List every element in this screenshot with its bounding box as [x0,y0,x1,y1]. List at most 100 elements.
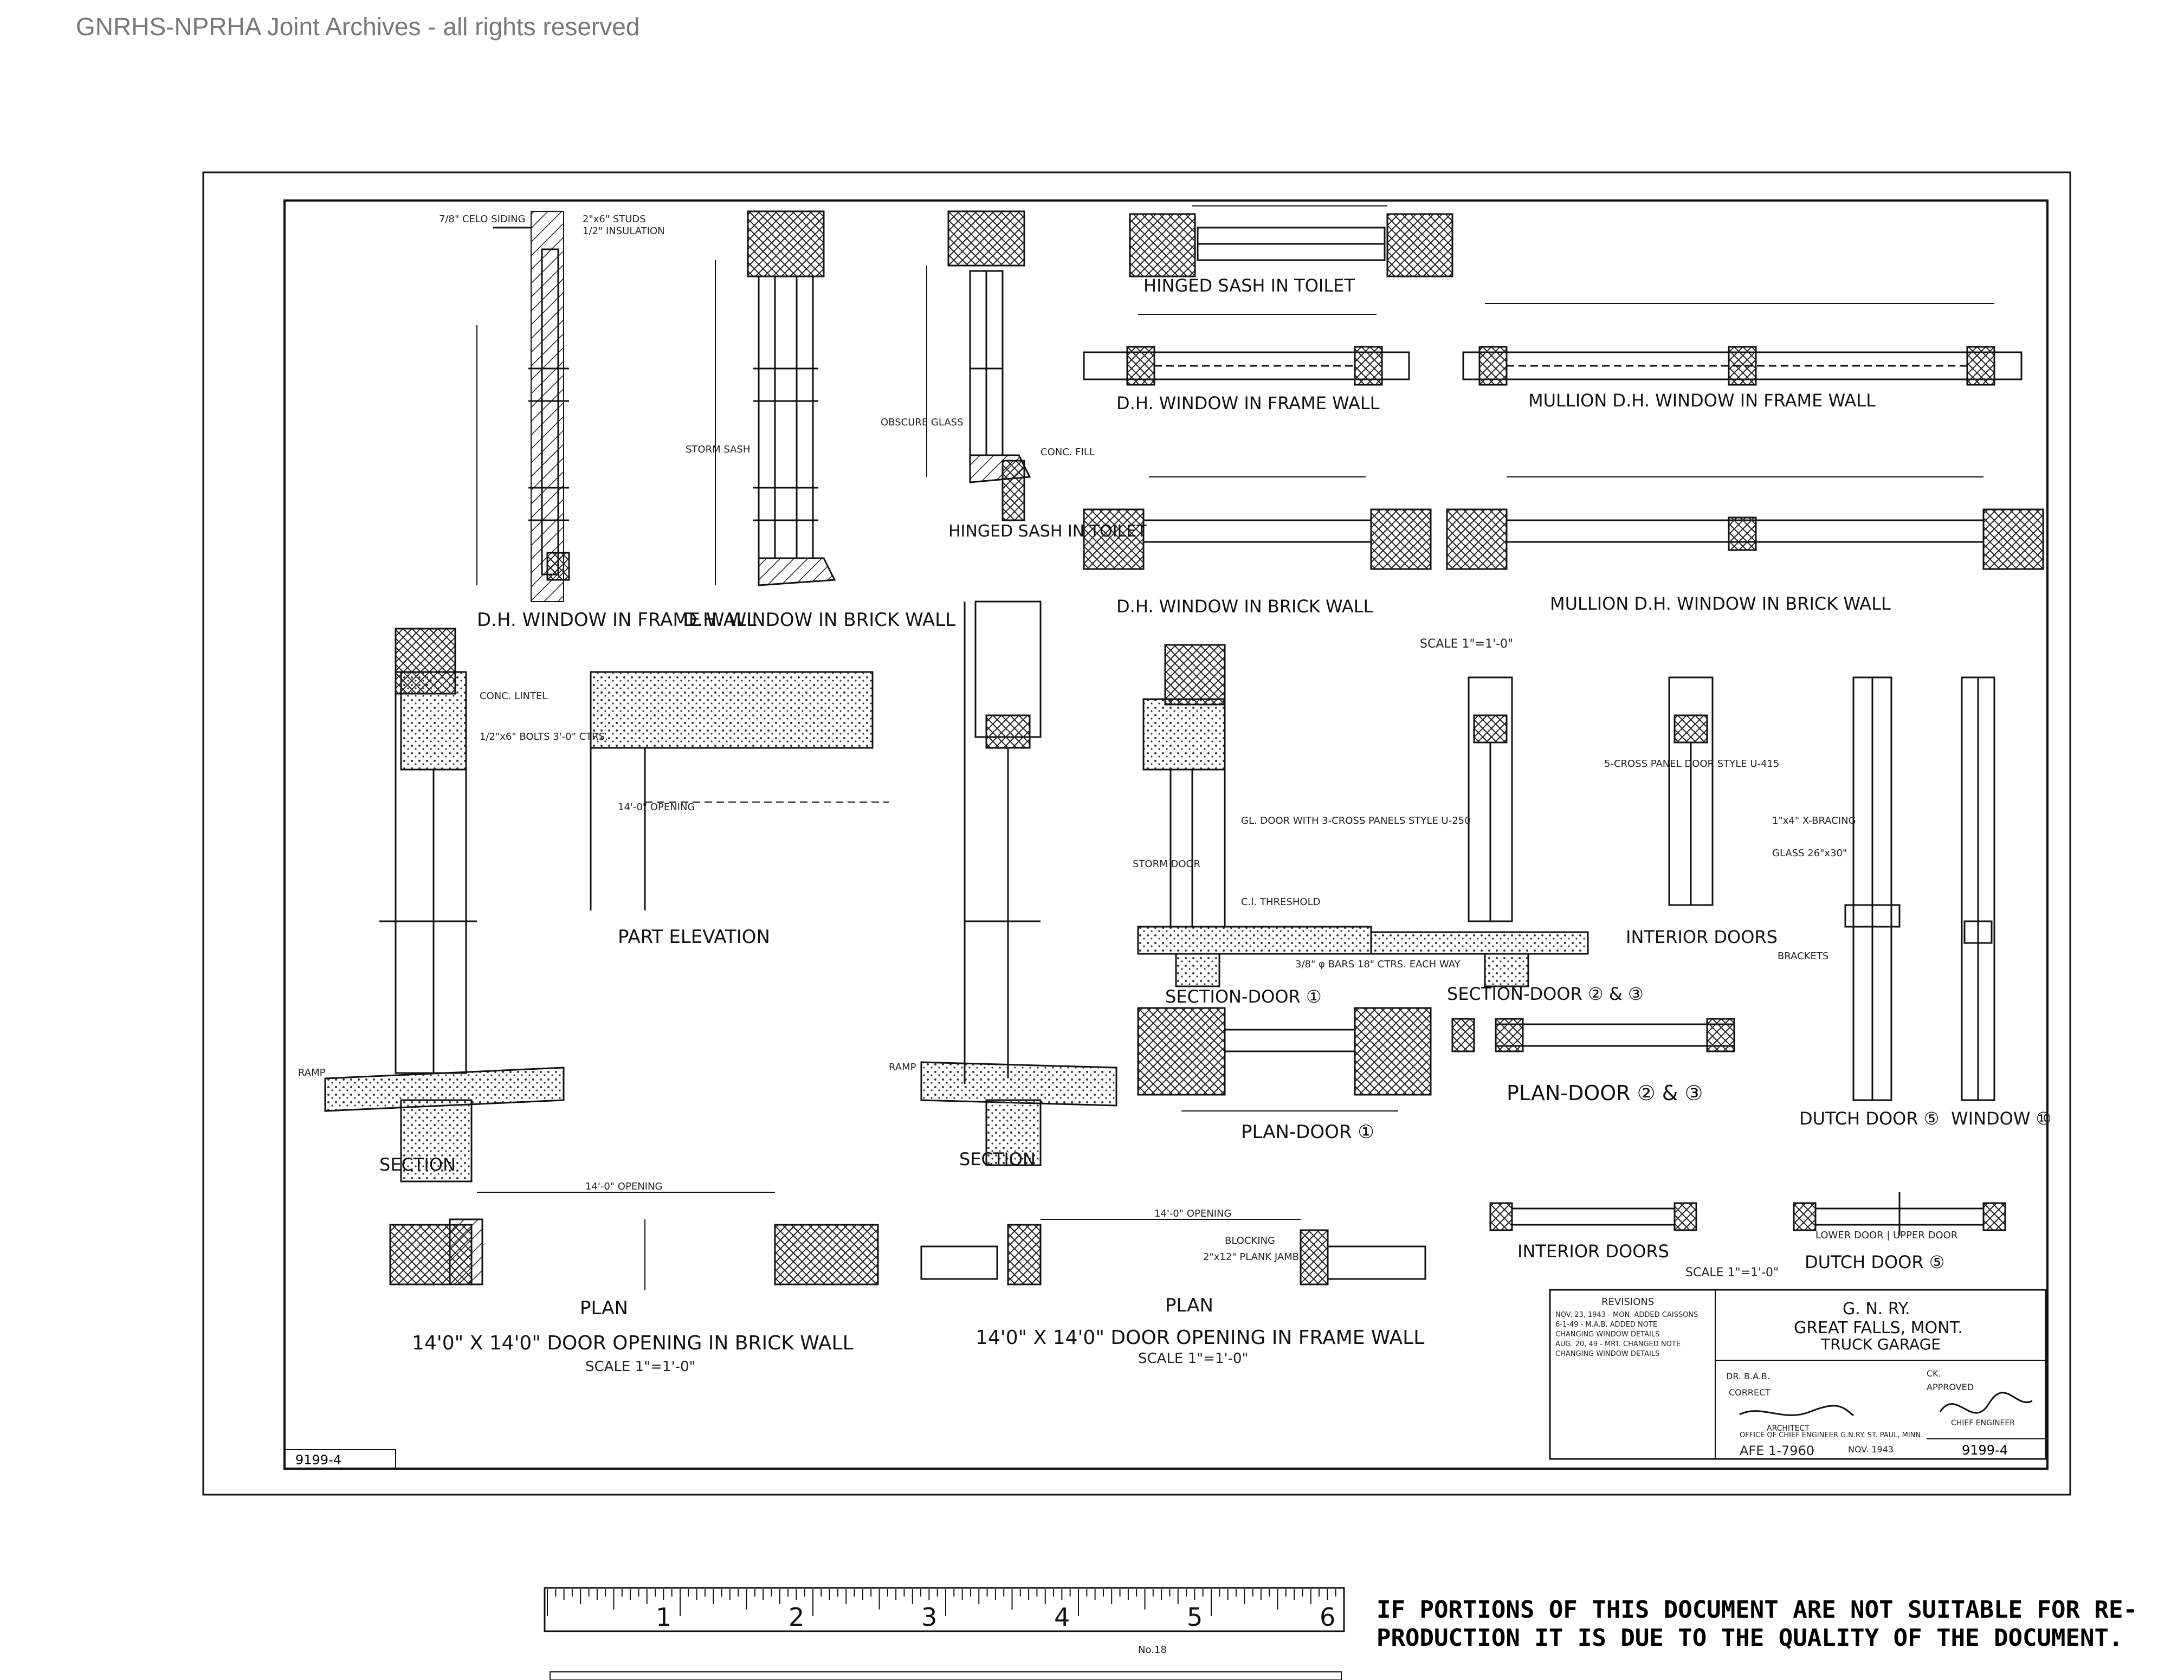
mullion-frame-plan [1462,303,2023,386]
label-interior-doors-plan: INTERIOR DOORS [1517,1241,1669,1262]
label-window-10: WINDOW ⑩ [1951,1108,2051,1129]
tb-building: TRUCK GARAGE [1820,1335,1941,1353]
note-storm-sash: STORM SASH [686,444,750,455]
tb-correct: CORRECT [1729,1387,1771,1398]
revision-4: CHANGING WINDOW DETAILS [1555,1350,1659,1358]
label-mullion-frame-plan: MULLION D.H. WINDOW IN FRAME WALL [1528,390,1876,411]
tb-afe: AFE 1-7960 [1740,1443,1814,1458]
svg-text:9199-4: 9199-4 [295,1452,341,1468]
note-obscure-glass: OBSCURE GLASS [881,417,964,428]
dim-opening-2: 14'-0" OPENING [585,1181,662,1192]
tb-checked-by: CK. [1927,1368,1941,1379]
ruler-num-2: 2 [789,1603,804,1632]
label-dh-brick-plan: D.H. WINDOW IN BRICK WALL [1116,596,1373,617]
revision-1: 6-1-49 - M.A.B. ADDED NOTE [1555,1321,1657,1329]
label-scale-doors: SCALE 1"=1'-0" [1685,1266,1779,1280]
dim-opening-1: 14'-0" OPENING [618,802,695,813]
note-cedar-siding: 7/8" CELO SIDING [439,214,526,225]
brick-opening-title: 14'0" X 14'0" DOOR OPENING IN BRICK WALL [412,1332,854,1354]
tb-date: NOV. 1943 [1848,1444,1894,1455]
tb-sheet: 9199-4 [1962,1443,2008,1458]
note-glass: GLASS 26"x30" [1772,848,1847,859]
note-conc-lintel: CONC. LINTEL [480,690,547,702]
dutch-door-elevation [1844,676,1901,1101]
plan-door23-drawing [1451,1018,1735,1052]
note-panel-door: 5-CROSS PANEL DOOR STYLE U-415 [1604,758,1779,770]
label-hinged-sash-plan: HINGED SASH IN TOILET [1143,275,1355,296]
frame-opening-title: 14'0" X 14'0" DOOR OPENING IN FRAME WALL [975,1327,1424,1349]
note-gl-door: GL. DOOR WITH 3-CROSS PANELS STYLE U-250 [1241,815,1471,826]
note-conc-fill: CONC. FILL [1041,447,1095,458]
label-section-door23: SECTION-DOOR ② & ③ [1447,984,1644,1004]
ruler-num-5: 5 [1187,1603,1203,1632]
label-plan-door23: PLAN-DOOR ② & ③ [1507,1081,1703,1105]
mid-section-drawing [920,600,1117,1166]
label-section-left: SECTION [379,1154,456,1175]
note-bars: 3/8" φ BARS 18" CTRS. EACH WAY [1295,959,1461,970]
tb-office: OFFICE OF CHIEF ENGINEER G.N.RY. ST. PAU… [1740,1431,1923,1439]
frame-opening-plan [920,1219,1426,1285]
label-dh-frame-plan: D.H. WINDOW IN FRAME WALL [1116,393,1380,413]
ruler-num-1: 1 [656,1603,671,1632]
sheet-number-box-left: 9199-4 [284,1449,396,1469]
section-door1-drawing [1137,644,1372,987]
scale-ruler: 1 2 3 4 5 6 No.18 [544,1587,1345,1680]
revision-0: NOV. 23, 1943 - MON. ADDED CAISSONS [1555,1311,1698,1319]
revision-2: CHANGING WINDOW DETAILS [1555,1330,1659,1339]
note-ramp-left: RAMP [298,1067,326,1078]
tb-architect: ARCHITECT [1767,1424,1810,1433]
dh-window-brick-section [715,210,836,586]
note-bolts: 1/2"x6" BOLTS 3'-0" CTRS. [480,731,608,742]
tb-drawn-by: DR. B.A.B. [1726,1371,1770,1381]
dh-window-brick-plan [1083,476,1432,570]
ruler-maker: No.18 [1138,1644,1167,1656]
label-dh-brick-section: D.H. WINDOW IN BRICK WALL [683,609,955,631]
tb-railway: G. N. RY. [1843,1300,1910,1319]
ruler-num-3: 3 [921,1603,937,1632]
hinged-sash-plan [1129,205,1453,277]
label-scale-window: SCALE 1"=1'-0" [1420,637,1513,651]
label-plan-brick: PLAN [580,1297,628,1319]
ruler-num-6: 6 [1320,1603,1335,1632]
outer-border [202,171,2071,1496]
dh-window-frame-plan [1083,314,1410,386]
label-section-door1: SECTION-DOOR ① [1165,986,1322,1007]
label-section-mid: SECTION [959,1149,1036,1169]
interior-doors-elevation [1668,676,1714,906]
mullion-brick-plan [1446,476,2044,570]
label-interior-doors-elev: INTERIOR DOORS [1626,927,1778,947]
brick-opening-plan [389,1192,879,1290]
note-brackets: BRACKETS [1778,951,1828,962]
left-section-drawing [324,628,565,1183]
tb-chief-engineer: CHIEF ENGINEER [1951,1419,2015,1427]
window10-elevation [1961,676,1995,1101]
brick-opening-scale: SCALE 1"=1'-0" [585,1359,695,1375]
label-part-elevation: PART ELEVATION [618,926,770,948]
label-mullion-brick-plan: MULLION D.H. WINDOW IN BRICK WALL [1550,593,1891,614]
title-block: REVISIONS NOV. 23, 1943 - MON. ADDED CAI… [1549,1289,2047,1460]
revisions-heading: REVISIONS [1601,1296,1654,1308]
label-plan-door1: PLAN-DOOR ① [1241,1121,1374,1143]
note-ramp-mid: RAMP [889,1062,916,1073]
part-elevation-drawing [590,671,889,910]
revision-3: AUG. 20, 49 - MRT. CHANGED NOTE [1555,1340,1681,1348]
note-insulation: 1/2" INSULATION [583,225,665,237]
architect-signature [1739,1405,1854,1417]
section-door23-drawing [1370,676,1589,987]
reproduction-notice: IF PORTIONS OF THIS DOCUMENT ARE NOT SUI… [1377,1596,2137,1652]
note-x-bracing: 1"x4" X-BRACING [1772,815,1856,826]
note-frame-studs: 2"x6" STUDS [583,214,646,225]
frame-opening-scale: SCALE 1"=1'-0" [1138,1351,1248,1367]
hinged-sash-section [926,210,1031,521]
note-storm-door: STORM DOOR [1133,858,1200,870]
label-hinged-sash-section: HINGED SASH IN TOILET [948,522,1147,541]
plan-door1-drawing [1137,1007,1432,1112]
note-blocking: BLOCKING [1225,1235,1275,1246]
tb-approved: APPROVED [1927,1382,1974,1392]
note-ci-threshold: C.I. THRESHOLD [1241,896,1320,908]
dh-window-frame-section [476,211,570,602]
engineer-signature [1939,1392,2033,1414]
dutch-door-plan-drawing [1793,1192,2006,1236]
interior-doors-plan-drawing [1489,1202,1697,1231]
